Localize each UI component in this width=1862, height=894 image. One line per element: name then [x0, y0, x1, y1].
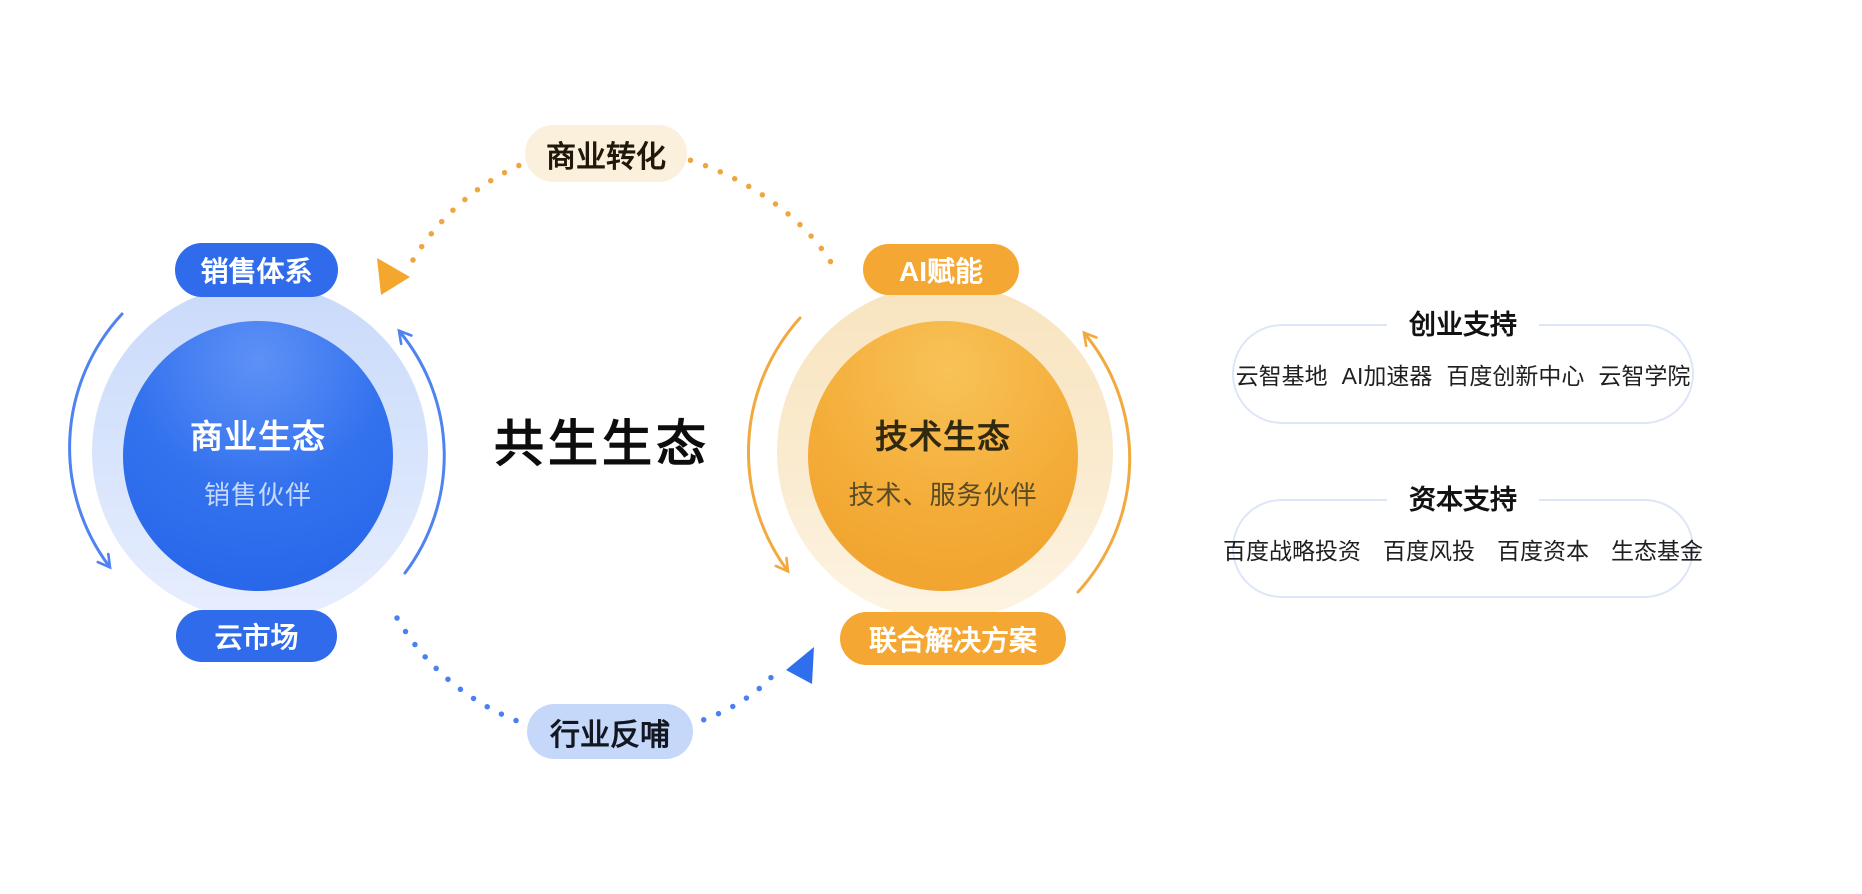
ai-empower-tag: AI赋能: [863, 244, 1019, 295]
panel-item: 百度风投: [1383, 537, 1475, 564]
panel-item: 云智学院: [1598, 363, 1691, 389]
bottom-flow-arrowhead-icon: [786, 647, 814, 684]
page-title: 共生生态: [494, 416, 710, 472]
panel-item: 百度战略投资: [1223, 537, 1361, 564]
panel-item: 百度创新中心: [1446, 363, 1585, 389]
bottom-flow-dotted-arc: [394, 615, 779, 741]
top-flow-arrowhead-icon: [377, 258, 410, 295]
tech-circle-subtitle: 技术、服务伙伴: [848, 480, 1038, 510]
cloud-market-tag: 云市场: [176, 610, 337, 662]
business-circle-left-arc-arrow-icon: [68, 312, 124, 570]
startup-support-panel-title: 创业支持: [1387, 307, 1539, 343]
capital-support-panel-items: 百度战略投资 百度风投 百度资本 生态基金: [1223, 501, 1703, 596]
business-conversion-flow-label: 商业转化: [525, 125, 687, 182]
business-circle-right-arc-arrow-icon: [397, 328, 446, 575]
business-circle-title: 商业生态: [190, 418, 326, 455]
capital-support-panel-title: 资本支持: [1387, 482, 1539, 518]
tech-circle: 技术生态 技术、服务伙伴: [808, 321, 1078, 591]
sales-system-tag: 销售体系: [175, 243, 338, 297]
joint-solution-tag: 联合解决方案: [840, 612, 1066, 665]
business-circle-subtitle: 销售伙伴: [203, 480, 312, 510]
tech-circle-title: 技术生态: [875, 418, 1011, 455]
panel-item: AI加速器: [1341, 363, 1433, 389]
startup-support-panel-items: 云智基地 AI加速器 百度创新中心 云智学院: [1234, 326, 1692, 422]
panel-item: 百度资本: [1497, 537, 1589, 564]
panel-item: 云智基地: [1235, 363, 1328, 389]
industry-feedback-flow-label: 行业反哺: [527, 704, 693, 759]
capital-support-panel: 资本支持 百度战略投资 百度风投 百度资本 生态基金: [1223, 482, 1703, 598]
startup-support-panel: 创业支持 云智基地 AI加速器 百度创新中心 云智学院: [1232, 307, 1694, 424]
tech-circle-left-arc-arrow-icon: [746, 316, 802, 574]
panel-item: 生态基金: [1611, 537, 1703, 564]
business-circle: 商业生态 销售伙伴: [123, 321, 393, 591]
tech-circle-right-arc-arrow-icon: [1076, 330, 1132, 594]
